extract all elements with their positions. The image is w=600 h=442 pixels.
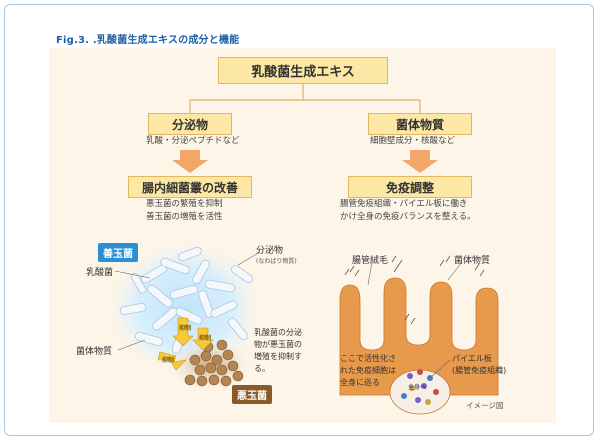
suppress-arrow-label-2: 抑制 [199, 335, 212, 342]
peyer-note: パイエル板 (腸管免疫組織) [452, 353, 506, 377]
bacteria-fragments [344, 255, 485, 325]
suppress-note-line-2: 物が悪玉菌の [254, 340, 302, 349]
cell-body-label-right: 菌体物質 [454, 256, 491, 266]
intestinal-villi [339, 277, 499, 396]
lactic-bacteria-label: 乳酸菌 [86, 268, 114, 278]
suppress-note-line-4: る。 [254, 364, 270, 373]
secretion-box: 分泌物 [148, 113, 232, 135]
immune-caption-2: かけ全身の免疫バランスを整える。 [340, 212, 476, 222]
secretion-sublabel: (なわばり物質) [256, 258, 297, 265]
suppress-note: 乳酸菌の分泌 物が悪玉菌の 増殖を抑制す る。 [254, 327, 302, 375]
activation-note-line-2: れた免疫細胞は [340, 366, 396, 375]
gut-flora-box: 腸内細菌叢の改善 [128, 176, 252, 198]
bad-bacteria-dots [184, 339, 244, 387]
activation-note-line-1: ここで活性化さ [340, 354, 396, 363]
peyer-note-line-2: (腸管免疫組織) [452, 366, 507, 375]
whole-body-label: 全身へ [408, 384, 427, 391]
secretion-label: 分泌物 [256, 246, 284, 256]
suppress-note-line-1: 乳酸菌の分泌 [254, 328, 302, 337]
peyer-patch [389, 369, 451, 415]
peyer-note-line-1: パイエル板 [452, 354, 492, 363]
main-title-box: 乳酸菌生成エキス [218, 57, 388, 84]
suppress-arrow-label-3: 抑制 [162, 357, 175, 364]
activation-note: ここで活性化さ れた免疫細胞は 全身に巡る [340, 353, 396, 389]
immune-caption-1: 腸管免疫組織・パイエル板に働き [340, 199, 468, 209]
cell-body-box: 菌体物質 [368, 113, 472, 135]
activation-note-line-3: 全身に巡る [340, 378, 380, 387]
suppress-arrow-label-1: 抑制 [179, 325, 192, 332]
suppress-arrows [157, 317, 214, 371]
secretion-caption: 乳酸・分泌ペプチドなど [146, 136, 240, 146]
cell-body-caption: 細胞壁成分・核酸など [370, 136, 456, 146]
gut-flora-caption-2: 善玉菌の増殖を活性 [146, 212, 223, 222]
figure-title: Fig.3. .乳酸菌生成エキスの成分と機能 [56, 35, 240, 46]
suppress-note-line-3: 増殖を抑制す [254, 352, 302, 361]
left-down-arrow [172, 150, 208, 173]
image-note: イメージ図 [466, 401, 504, 410]
good-bacteria-tag: 善玉菌 [98, 243, 138, 262]
right-down-arrow [402, 150, 438, 173]
bad-bacteria-tag: 悪玉菌 [232, 385, 272, 404]
villi-label: 腸管絨毛 [352, 256, 389, 266]
gut-flora-caption-1: 悪玉菌の繁殖を抑制 [146, 199, 223, 209]
lactic-bacteria-rods [119, 246, 253, 354]
immune-cells [401, 369, 439, 405]
immune-box: 免疫調整 [348, 176, 472, 198]
cell-body-label-left: 菌体物質 [76, 347, 113, 357]
